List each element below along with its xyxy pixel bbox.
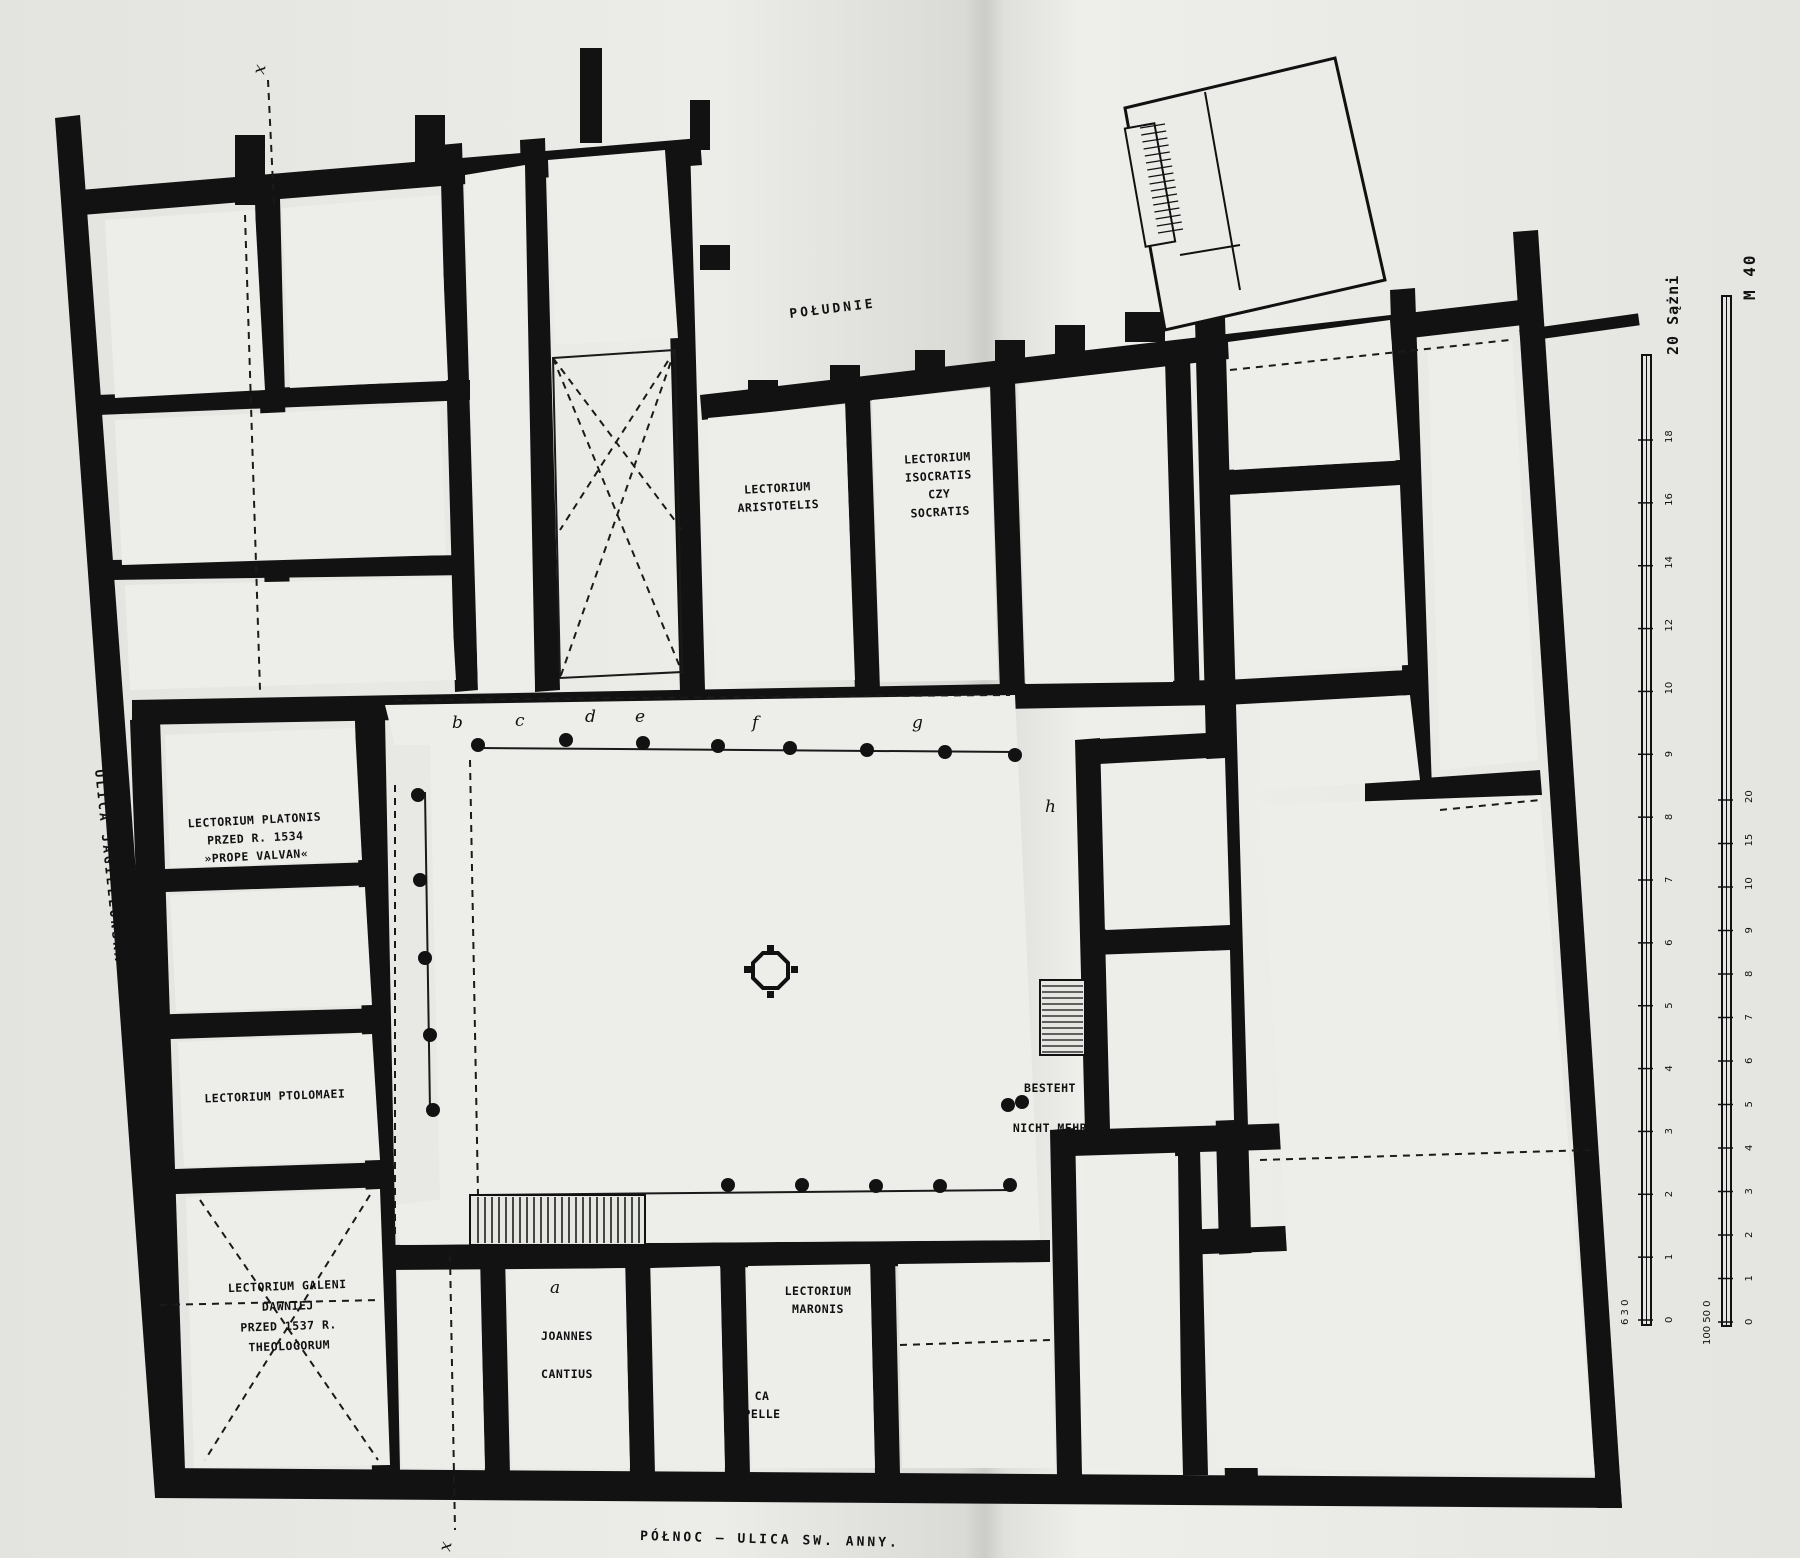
room-isocratis-1: LECTORIUM [904, 449, 971, 466]
west-wing-walls [130, 718, 400, 1472]
room-isocratis-4: SOCRATIS [910, 503, 970, 520]
scale-tick-label: 3 [1664, 1128, 1675, 1134]
room-cantius-2: CANTIUS [541, 1367, 593, 1381]
room-galeni-1: LECTORIUM GALENI [228, 1277, 347, 1295]
note-besteht-2: NICHT MEHR [1013, 1121, 1087, 1135]
letter-d: d [585, 707, 596, 727]
scale-tick-label: 8 [1744, 971, 1755, 977]
scale-tick-label: 20 [1744, 790, 1755, 803]
scale-tick-label: 2 [1664, 1191, 1675, 1197]
scale-tick-label: 0 [1664, 1317, 1675, 1323]
arcade-columns [411, 733, 1029, 1196]
room-platonis-3: »PROPE VALVAN« [204, 846, 309, 865]
room-maronis-1: LECTORIUM [785, 1284, 852, 1298]
room-aristotelis-2: ARISTOTELIS [737, 497, 819, 515]
room-isocratis-2: ISOCRATIS [905, 467, 972, 484]
scale-tick-label: 15 [1744, 834, 1755, 847]
scale-metres-small: 100 50 0 [1702, 1300, 1713, 1345]
east-rooms [1258, 340, 1595, 1475]
scale-tick-label: 1 [1744, 1275, 1755, 1281]
scale-tick-label: 12 [1664, 619, 1675, 632]
well [744, 945, 798, 998]
street-south-label: POŁUDNIE [789, 297, 877, 322]
room-galeni-2: DAWNIEJ [262, 1298, 314, 1314]
scale-tick-label: 6 [1744, 1058, 1755, 1064]
scale-tick-label: 4 [1744, 1145, 1755, 1151]
scale-tick-label: 5 [1664, 1002, 1675, 1008]
scale-tick-label: 16 [1664, 493, 1675, 506]
room-galeni-3: PRZED 1537 R. [240, 1317, 337, 1334]
room-platonis-2: PRZED R. 1534 [207, 828, 304, 847]
west-rooms-lower [165, 728, 390, 1468]
scale-sazni-small: 6 3 0 [1620, 1300, 1631, 1325]
room-maronis-2: MARONIS [792, 1302, 844, 1316]
vaulted-room-south [551, 348, 684, 680]
room-aristotelis-1: LECTORIUM [744, 479, 811, 496]
west-wing-rooms [105, 150, 678, 692]
scale-sazni-label: 20 Sążni [1664, 275, 1682, 355]
dashed-traces [159, 214, 1591, 1346]
letter-a: a [550, 1278, 560, 1298]
scale-metres-label: M 40 [1740, 253, 1759, 300]
room-platonis-1: LECTORIUM PLATONIS [187, 810, 321, 831]
vaulted-room-galeni [199, 1194, 379, 1461]
letter-h: h [1045, 797, 1056, 817]
letter-e: e [635, 707, 645, 727]
room-isocratis-3: CZY [928, 486, 951, 501]
letter-g: g [912, 713, 923, 733]
section-line [267, 79, 456, 1531]
scale-tick-label: 9 [1664, 751, 1675, 757]
note-besteht-1: BESTEHT [1024, 1081, 1076, 1095]
staircase-east [1039, 979, 1086, 1056]
room-capelle-2: PELLE [743, 1407, 780, 1421]
annex-top-right [1123, 56, 1387, 332]
scale-tick-label: 2 [1744, 1232, 1755, 1238]
north-range-rooms [398, 758, 1314, 1468]
scale-tick-label: 10 [1744, 877, 1755, 890]
street-north-label: PÓŁNOC — ULICA SW. ANNY. [640, 1528, 900, 1551]
scale-tick-label: 14 [1664, 556, 1675, 569]
scale-tick-label: 9 [1744, 927, 1755, 933]
south-range-rooms [708, 320, 1408, 684]
scale-tick-label: 7 [1664, 877, 1675, 883]
room-ptolomaei: LECTORIUM PTOLOMAEI [204, 1087, 345, 1106]
letter-b: b [452, 713, 463, 733]
arcade-corridor [385, 695, 1040, 1245]
section-mark-top: x [249, 63, 270, 76]
scale-tick-label: 0 [1744, 1319, 1755, 1325]
scale-tick-label: 3 [1744, 1188, 1755, 1194]
section-mark-bottom: x [435, 1540, 456, 1553]
room-cantius-1: JOANNES [541, 1329, 593, 1343]
scale-tick-label: 5 [1744, 1101, 1755, 1107]
scale-tick-label: 10 [1664, 682, 1675, 695]
room-galeni-4: THEOLOGORUM [248, 1338, 330, 1355]
scale-tick-label: 18 [1664, 430, 1675, 443]
staircase-north [469, 1194, 646, 1246]
room-capelle-1: CA [755, 1389, 770, 1403]
scale-tick-label: 4 [1664, 1065, 1675, 1071]
scale-tick-label: 6 [1664, 939, 1675, 945]
letter-c: c [515, 711, 525, 731]
scale-tick-label: 7 [1744, 1014, 1755, 1020]
scale-tick-label: 8 [1664, 814, 1675, 820]
scale-tick-label: 1 [1664, 1254, 1675, 1260]
letter-f: f [750, 713, 761, 733]
